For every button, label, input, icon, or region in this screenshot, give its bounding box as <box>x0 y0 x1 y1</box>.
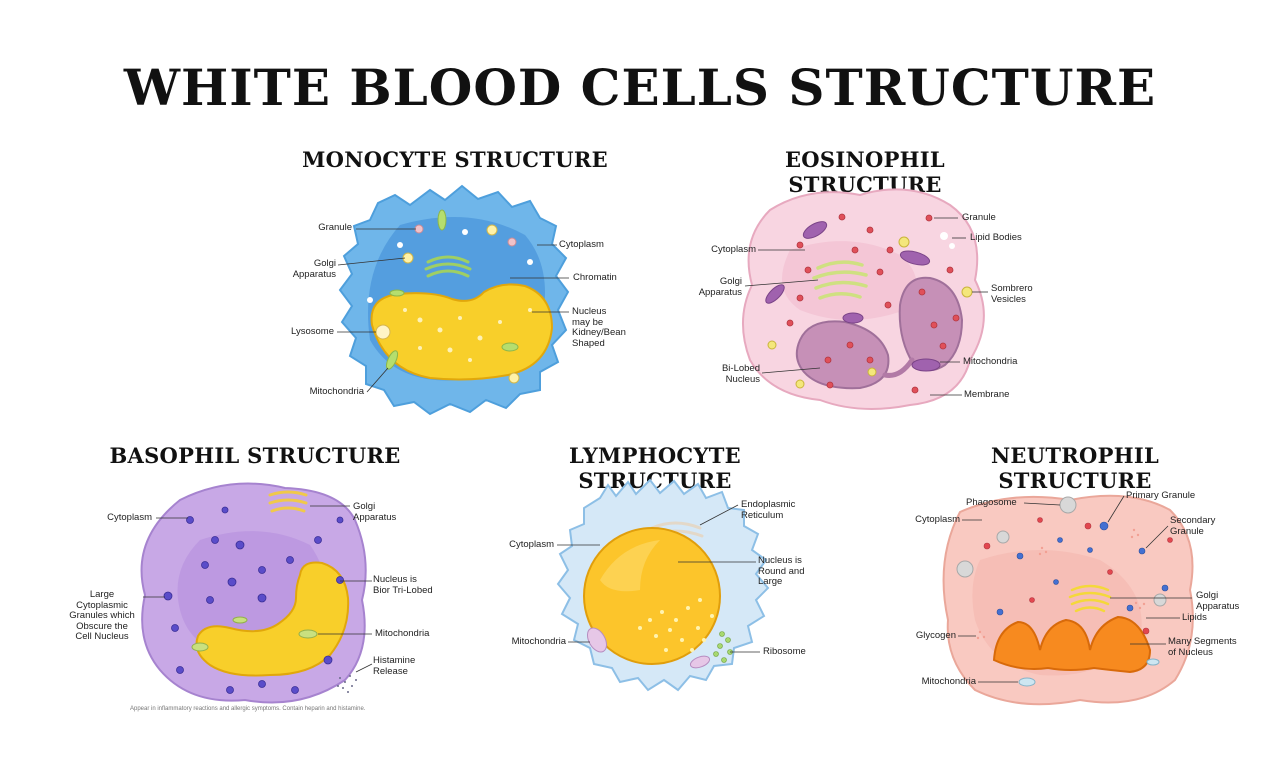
basophil-title: BASOPHIL STRUCTURE <box>109 443 401 468</box>
neutrophil-title: NEUTROPHIL STRUCTURE <box>990 443 1160 493</box>
basophil-label-granules: Large Cytoplasmic Granules which Obscure… <box>69 589 135 642</box>
basophil-granules <box>163 506 344 694</box>
eosinophil-cell <box>741 188 988 410</box>
lymphocyte-label-mitochondria: Mitochondria <box>511 636 566 647</box>
eosinophil-label-golgi: Golgi Apparatus <box>698 276 742 298</box>
eosinophil-golgi <box>812 260 868 300</box>
lymphocyte-label-cytoplasm: Cytoplasm <box>509 539 554 550</box>
neutrophil-golgi <box>1068 584 1112 613</box>
neutrophil-label-mitochondria: Mitochondria <box>921 676 976 687</box>
eosinophil-label-nucleus: Bi-Lobed Nucleus <box>721 363 760 385</box>
monocyte-label-granule: Granule <box>318 222 352 233</box>
neutrophil-mitochondria <box>1018 677 1036 687</box>
monocyte-nucleus <box>370 283 554 381</box>
neutrophil-label-glycogen: Glycogen <box>915 630 956 641</box>
basophil-label-golgi: Golgi Apparatus <box>353 501 397 523</box>
eosinophil-sombrero <box>961 286 973 298</box>
neutrophil-phagosome <box>1059 496 1077 514</box>
lymphocyte-label-er: Endoplasmic Reticulum <box>741 499 796 521</box>
monocyte-label-chromatin: Chromatin <box>573 272 617 283</box>
basophil-cell <box>140 482 373 704</box>
eosinophil-label-cytoplasm: Cytoplasm <box>711 244 756 255</box>
monocyte-golgi <box>424 255 472 278</box>
eosinophil-label-lipid: Lipid Bodies <box>970 232 1022 243</box>
monocyte-label-golgi: Golgi Apparatus <box>292 258 336 280</box>
neutrophil-primary-granules <box>996 521 1169 616</box>
neutrophil-cell <box>942 494 1194 706</box>
neutrophil-label-segments: Many Segments of Nucleus <box>1168 636 1237 658</box>
basophil-nucleus <box>195 561 350 677</box>
monocyte-granule <box>414 224 424 234</box>
neutrophil-label-primary: Primary Granule <box>1126 490 1196 501</box>
neutrophil-red-granules <box>983 517 1173 635</box>
monocyte-lysosome <box>375 324 391 340</box>
monocyte-label-mitochondria: Mitochondria <box>309 386 364 397</box>
neutrophil-label-golgi: Golgi Apparatus <box>1196 590 1240 612</box>
eosinophil-label-sombrero: Sombrero Vesicles <box>991 283 1033 305</box>
eosinophil-label-granule: Granule <box>962 212 996 223</box>
basophil-label-cytoplasm: Cytoplasm <box>107 512 152 523</box>
neutrophil-label-cytoplasm: Cytoplasm <box>915 514 960 525</box>
lymphocyte-title: LYMPHOCYTE STRUCTURE <box>569 443 741 493</box>
page-title: WHITE BLOOD CELLS STRUCTURE <box>123 58 1157 117</box>
basophil-label-histamine: Histamine Release <box>373 655 416 677</box>
basophil-label-nucleus: Nucleus is Bior Tri-Lobed <box>373 574 433 596</box>
lymphocyte-cell <box>556 478 770 692</box>
neutrophil-label-lipids: Lipids <box>1182 612 1207 623</box>
monocyte-label-lysosome: Lysosome <box>291 326 334 337</box>
monocyte-label-nucleus: Nucleus may be Kidney/Bean Shaped <box>572 306 626 349</box>
monocyte-label-cytoplasm: Cytoplasm <box>559 239 604 250</box>
monocyte-mitochondria <box>385 350 399 370</box>
lymphocyte-label-ribosome: Ribosome <box>763 646 806 657</box>
lymphocyte-mitochondria <box>587 627 607 653</box>
lymphocyte-label-nucleus: Nucleus is Round and Large <box>758 555 805 587</box>
eosinophil-mitochondria <box>911 358 941 372</box>
neutrophil-label-secondary: Secondary Granule <box>1170 515 1216 537</box>
basophil-mitochondria <box>298 629 318 639</box>
eosinophil-label-membrane: Membrane <box>964 389 1010 400</box>
basophil-label-mitochondria: Mitochondria <box>375 628 430 639</box>
neutrophil-nucleus <box>992 615 1152 674</box>
neutrophil-label-phagosome: Phagosome <box>966 497 1017 508</box>
basophil-footnote: Appear in inflammatory reactions and all… <box>130 706 366 712</box>
eosinophil-label-mitochondria: Mitochondria <box>963 356 1018 367</box>
eosinophil-granules <box>786 213 960 394</box>
monocyte-cell <box>337 184 570 416</box>
monocyte-title: MONOCYTE STRUCTURE <box>302 147 608 172</box>
basophil-golgi <box>268 490 308 513</box>
